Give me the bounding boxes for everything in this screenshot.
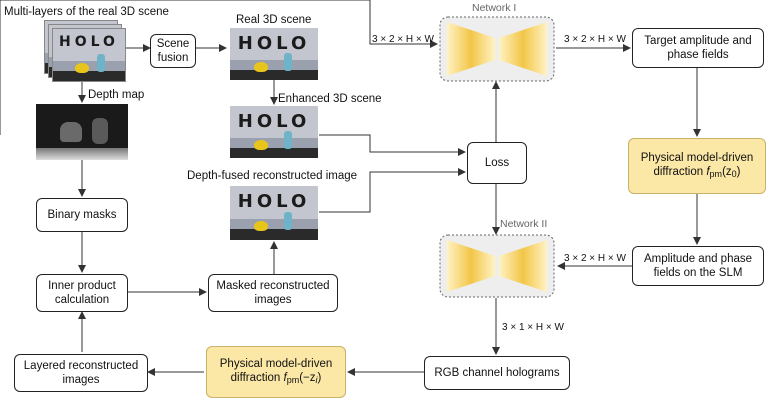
slm-line1: Amplitude and phase [643, 253, 753, 265]
masked-recon-line2: images [254, 294, 292, 306]
phys-top-line1: Physical model-driven [640, 152, 754, 164]
math-f: f [283, 372, 287, 384]
dim-label-slm: 3 × 2 × H × W [564, 253, 626, 264]
arrow-fused-to-loss [319, 168, 466, 213]
photo-holo-text: HOLO [237, 33, 311, 55]
slm-line2: fields on the SLM [653, 267, 743, 279]
masked-recon-line1: Masked reconstructed [216, 280, 330, 292]
loss-box: Loss [467, 142, 527, 184]
inner-product-line2: calculation [54, 294, 110, 306]
depth-map-image [36, 104, 128, 160]
real-scene-photo: HOLO [230, 28, 318, 80]
photo-holo-text: HOLO [237, 191, 311, 213]
rgb-holograms-label: RGB channel holograms [434, 367, 560, 379]
enhanced-scene-label: Enhanced 3D scene [278, 93, 382, 105]
math-pm: pm [286, 375, 300, 385]
arrow-enhanced-to-loss [319, 134, 466, 156]
phys-bottom-word: diffraction [230, 372, 281, 384]
rgb-holograms-box: RGB channel holograms [424, 356, 570, 390]
scene-fusion-label: Scene fusion [156, 38, 190, 64]
phys-bottom-line1: Physical model-driven [219, 358, 333, 370]
arrow-frame-to-network1 [0, 0, 438, 135]
math-zi-close: ) [317, 372, 322, 384]
binary-masks-box: Binary masks [36, 198, 128, 232]
inner-product-line1: Inner product [48, 280, 116, 292]
inner-product-box: Inner product calculation [36, 274, 128, 312]
masked-recon-box: Masked reconstructed images [208, 274, 338, 312]
target-amp-line1: Target amplitude and [644, 35, 752, 47]
network2-title: Network II [500, 218, 548, 230]
photo-holo-text: HOLO [237, 111, 311, 133]
scene-fusion-box: Scene fusion [150, 34, 196, 68]
layered-recon-box: Layered reconstructed images [14, 354, 148, 392]
dim-label-output: 3 × 2 × H × W [564, 34, 626, 45]
target-amplitude-box: Target amplitude and phase fields [632, 28, 764, 68]
math-f: f [706, 166, 710, 178]
multilayers-label: Multi-layers of the real 3D scene [4, 6, 169, 18]
layered-recon-line1: Layered reconstructed [23, 360, 139, 372]
math-pm: pm [709, 169, 723, 179]
photo-holo-text: HOLO [59, 34, 119, 51]
slm-fields-box: Amplitude and phase fields on the SLM [632, 246, 764, 286]
math-zi-open: (−z [299, 372, 316, 384]
dim-label-holo: 3 × 1 × H × W [502, 322, 564, 333]
math-z0-open: (z [722, 166, 732, 178]
depth-map-label: Depth map [88, 89, 145, 101]
real-scene-label: Real 3D scene [236, 14, 312, 26]
enhanced-scene-photo: HOLO [230, 106, 318, 158]
physical-model-top-box: Physical model-driven diffraction fpm(z0… [628, 138, 766, 194]
phys-top-word: diffraction [653, 166, 704, 178]
depth-fused-photo: HOLO [230, 186, 318, 240]
network1-title: Network I [472, 2, 517, 14]
target-amp-line2: phase fields [667, 49, 729, 61]
layered-recon-line2: images [62, 374, 100, 386]
dim-label-input: 3 × 2 × H × W [372, 34, 434, 45]
phys-bottom-line2: diffraction fpm(−zi) [231, 371, 322, 387]
math-z0-close: ) [736, 166, 741, 178]
physical-model-bottom-box: Physical model-driven diffraction fpm(−z… [206, 346, 346, 398]
binary-masks-label: Binary masks [47, 209, 117, 221]
math-zi-sub: i [315, 375, 318, 385]
depth-fused-label: Depth-fused reconstructed image [187, 170, 358, 182]
network2-icon [439, 234, 555, 298]
phys-top-line2: diffraction fpm(z0) [653, 165, 740, 181]
loss-label: Loss [484, 157, 510, 169]
math-z0-sub: 0 [731, 169, 737, 179]
network1-icon [439, 16, 555, 82]
multilayer-photo-front: HOLO [52, 28, 126, 82]
